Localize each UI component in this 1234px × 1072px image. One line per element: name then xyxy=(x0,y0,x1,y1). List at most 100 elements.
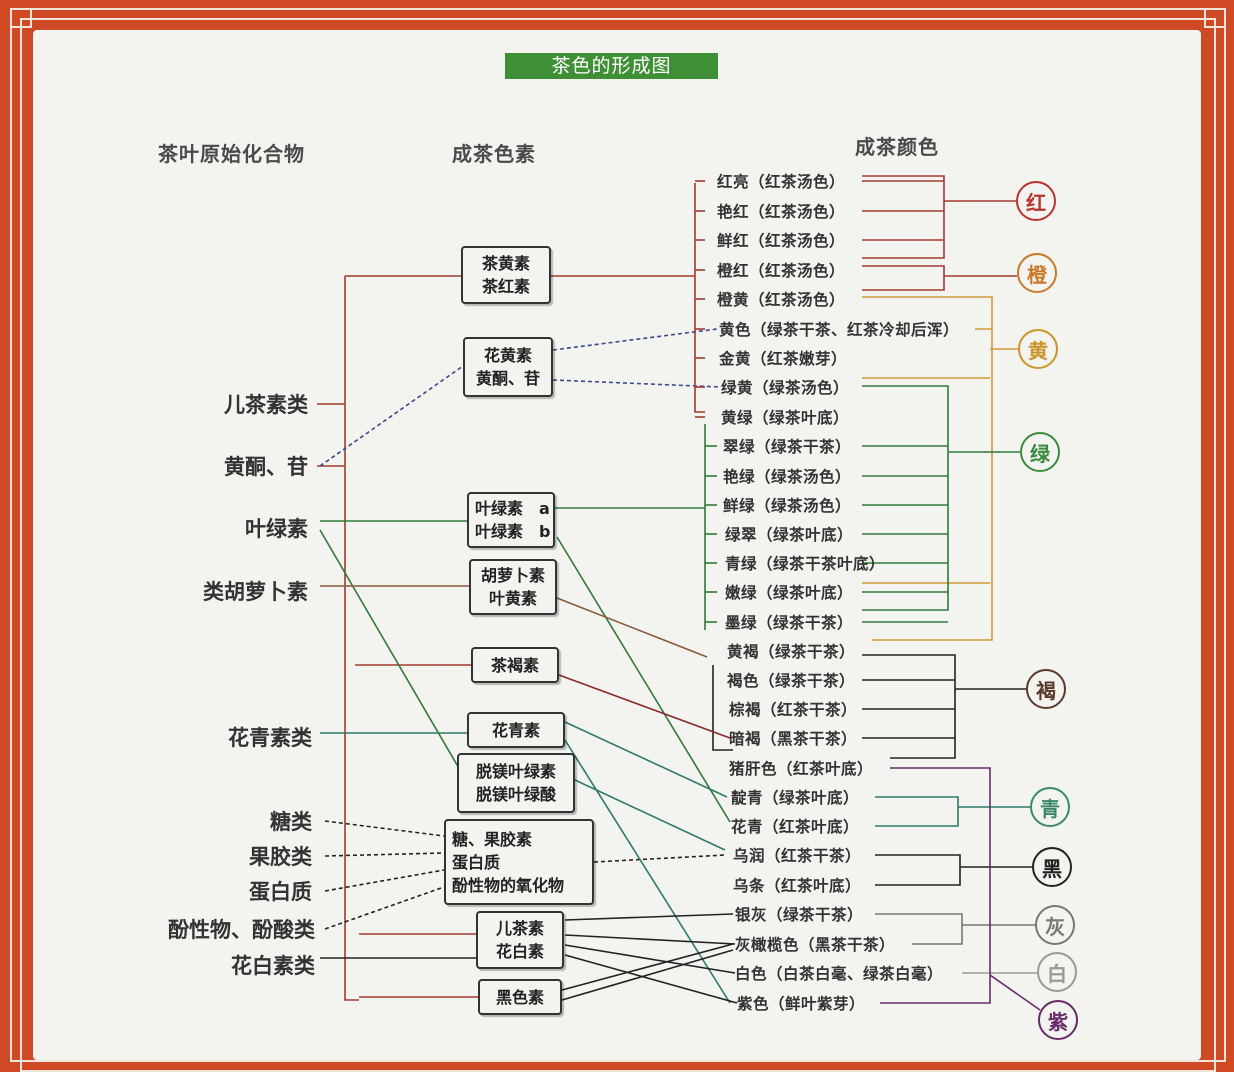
connector-line xyxy=(564,721,728,798)
pigment-name: 酚性物的氧化物 xyxy=(452,875,565,895)
tea-color-item: 棕褐（红茶干茶） xyxy=(729,701,858,719)
pigment-box: 黑色素 xyxy=(478,979,562,1015)
tea-color-item: 白色（白茶白毫、绿茶白毫） xyxy=(735,965,944,983)
tea-color-item: 嫩绿（绿茶叶底） xyxy=(725,584,854,602)
connector-line xyxy=(319,529,461,771)
pigment-box: 花黄素黄酮、苷 xyxy=(463,337,553,397)
source-compound: 果胶类 xyxy=(249,845,312,869)
header-tea-colors: 成茶颜色 xyxy=(855,135,939,159)
connector-line xyxy=(875,913,963,945)
tea-color-item: 乌条（红茶叶底） xyxy=(733,877,862,895)
tea-color-item: 橙黄（红茶汤色） xyxy=(717,291,846,309)
corner-ornament-left xyxy=(10,8,32,28)
connector-line xyxy=(556,536,731,823)
connector-line xyxy=(552,328,718,351)
corner-ornament-right xyxy=(1204,8,1226,28)
pigment-box: 叶绿素 a 叶绿素 b xyxy=(467,492,555,548)
tea-color-item: 绿翠（绿茶叶底） xyxy=(725,526,854,544)
pigment-name: 蛋白质 xyxy=(452,852,501,872)
connector-line xyxy=(324,886,445,930)
pigment-name: 叶绿素 a xyxy=(475,499,550,518)
connector-line xyxy=(324,820,445,837)
tea-color-item: 暗褐（黑茶干茶） xyxy=(729,730,858,748)
pigment-name: 糖、果胶素 xyxy=(452,829,533,849)
tea-color-item: 银灰（绿茶干茶） xyxy=(735,906,864,924)
pigment-name: 花青素 xyxy=(491,720,540,740)
color-category-badge: 灰 xyxy=(1035,905,1075,945)
tea-color-item: 鲜绿（绿茶汤色） xyxy=(723,497,852,515)
pigment-box: 脱镁叶绿素脱镁叶绿酸 xyxy=(457,753,575,813)
source-compound: 酚性物、酚酸类 xyxy=(168,918,315,942)
connector-line xyxy=(344,276,359,1001)
pigment-box: 茶黄素茶红素 xyxy=(461,246,551,304)
pigment-name: 儿茶素 xyxy=(495,919,544,938)
pigment-name: 黄酮、苷 xyxy=(475,369,540,388)
diagram-title: 茶色的形成图 xyxy=(505,53,718,79)
color-category-badge: 黄 xyxy=(1018,329,1058,369)
pigment-name: 黑色素 xyxy=(495,987,544,1007)
tea-color-item: 花青（红茶叶底） xyxy=(731,818,860,836)
color-category-badge: 褐 xyxy=(1026,669,1066,709)
connector-line xyxy=(552,379,722,388)
source-compound: 类胡萝卜素 xyxy=(203,580,308,604)
connector-line xyxy=(561,949,734,1001)
pigment-box: 糖、果胶素蛋白质酚性物的氧化物 xyxy=(444,819,594,905)
tea-color-item: 翠绿（绿茶干茶） xyxy=(723,438,852,456)
color-category-badge: 绿 xyxy=(1020,432,1060,472)
pigment-name: 脱镁叶绿酸 xyxy=(475,785,556,804)
source-compound: 花青素类 xyxy=(228,726,312,750)
pigment-name: 脱镁叶绿素 xyxy=(475,762,556,781)
source-compound: 糖类 xyxy=(270,810,312,834)
pigment-box: 茶褐素 xyxy=(471,647,559,683)
connector-line xyxy=(561,943,734,991)
pigment-name: 茶黄素 xyxy=(481,254,530,273)
source-compound: 花白素类 xyxy=(231,954,315,978)
source-compound: 蛋白质 xyxy=(249,880,312,904)
connector-line xyxy=(712,665,733,751)
pigment-name: 茶红素 xyxy=(481,277,530,296)
connector-line xyxy=(862,175,945,259)
tea-color-item: 黄褐（绿茶干茶） xyxy=(727,643,856,661)
color-category-badge: 黑 xyxy=(1032,847,1072,887)
connector-line xyxy=(862,265,945,291)
pigment-box: 胡萝卜素叶黄素 xyxy=(469,559,557,615)
connector-line xyxy=(574,779,726,851)
connector-line xyxy=(875,796,959,827)
tea-color-item: 紫色（鲜叶紫芽） xyxy=(737,995,866,1013)
connector-line xyxy=(875,854,961,886)
connector-line xyxy=(880,767,991,1004)
tea-color-item: 灰橄榄色（黑茶干茶） xyxy=(735,936,896,954)
connector-line xyxy=(564,944,736,974)
connector-line xyxy=(862,385,949,611)
color-category-badge: 红 xyxy=(1016,181,1056,221)
color-category-badge: 橙 xyxy=(1017,253,1057,293)
connector-line xyxy=(862,654,956,759)
tea-color-item: 乌润（红茶干茶） xyxy=(733,847,862,865)
pigment-name: 叶黄素 xyxy=(488,589,537,608)
color-category-badge: 青 xyxy=(1030,787,1070,827)
tea-color-item: 黄绿（绿茶叶底） xyxy=(721,409,850,427)
color-category-badge: 白 xyxy=(1037,952,1077,992)
connector-line xyxy=(324,852,445,857)
connector-line xyxy=(593,854,726,863)
source-compound: 儿茶素类 xyxy=(224,393,308,417)
tea-color-item: 绿黄（绿茶汤色） xyxy=(721,379,850,397)
header-source-compounds: 茶叶原始化合物 xyxy=(158,142,305,166)
tea-color-item: 艳红（红茶汤色） xyxy=(717,203,846,221)
pigment-name: 花黄素 xyxy=(483,346,532,365)
header-tea-pigments: 成茶色素 xyxy=(452,142,536,166)
tea-color-item: 鲜红（红茶汤色） xyxy=(717,232,846,250)
connector-line xyxy=(558,674,731,739)
pigment-name: 茶褐素 xyxy=(490,655,539,675)
connector-line xyxy=(564,934,736,945)
tea-color-item: 艳绿（绿茶汤色） xyxy=(723,468,852,486)
connector-line xyxy=(556,597,708,658)
tea-color-item: 红亮（红茶汤色） xyxy=(717,173,846,191)
connector-line xyxy=(989,974,1041,1011)
connector-line xyxy=(324,869,445,892)
tea-color-item: 猪肝色（红茶叶底） xyxy=(729,760,874,778)
tea-color-item: 墨绿（绿茶干茶） xyxy=(725,614,854,632)
source-compound: 黄酮、苷 xyxy=(224,455,308,479)
connector-line xyxy=(694,183,705,413)
pigment-name: 叶绿素 b xyxy=(475,522,551,541)
